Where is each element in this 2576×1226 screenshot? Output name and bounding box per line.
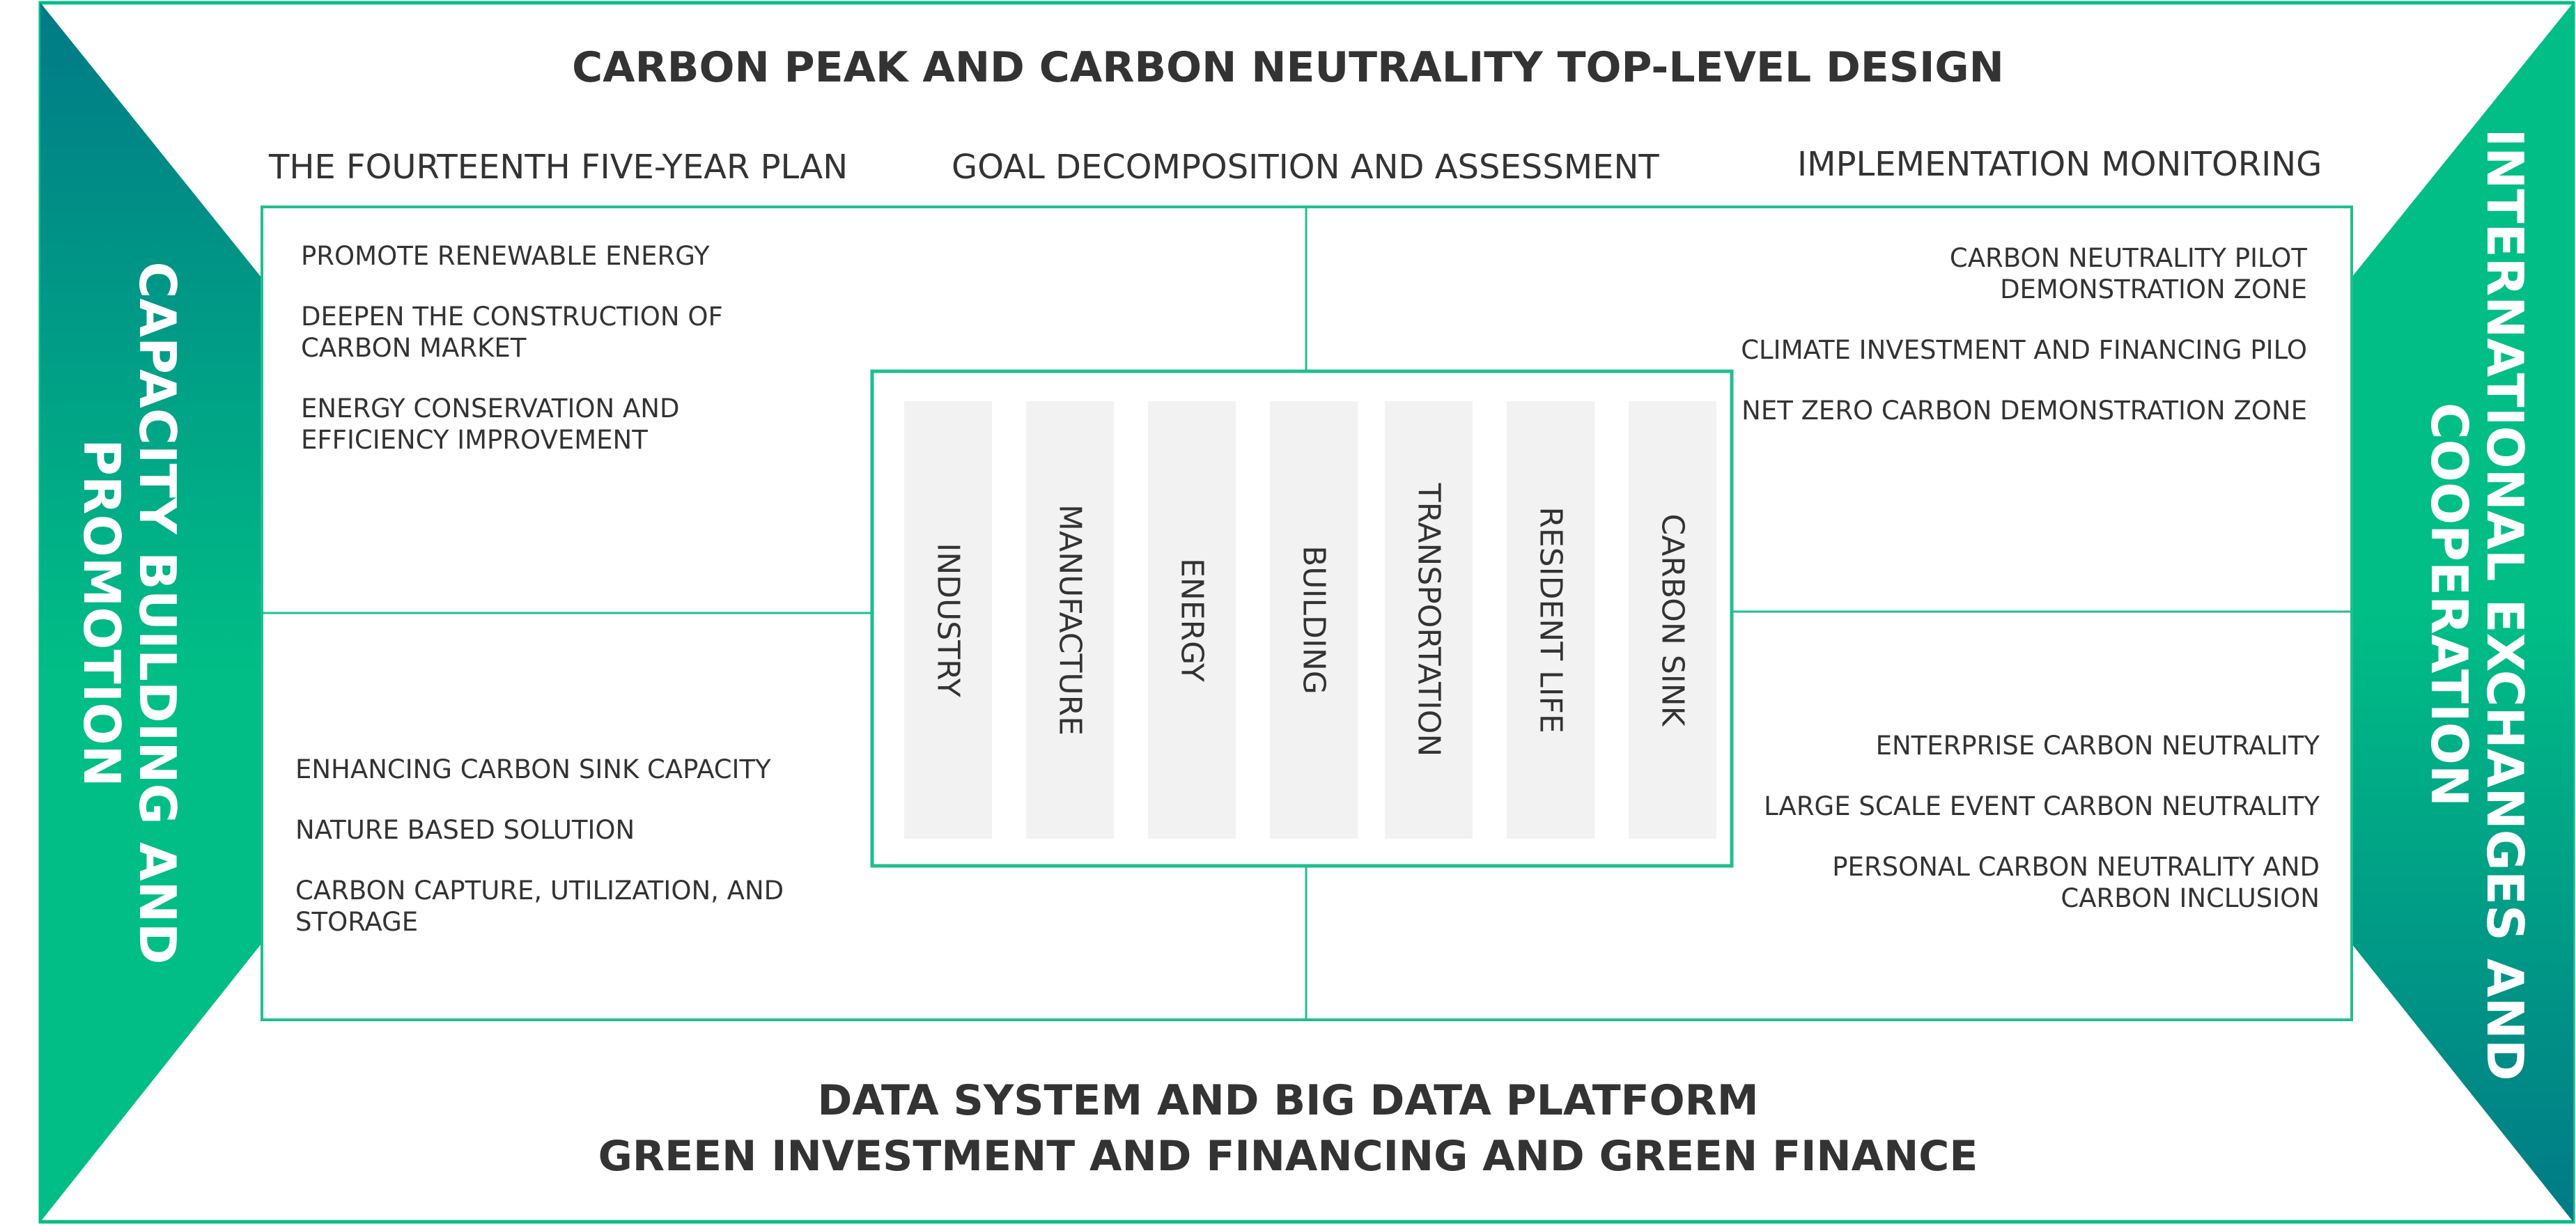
sector-manufacture: MANUFACTURE: [1026, 401, 1114, 839]
list-item: LARGE SCALE EVENT CARBON NEUTRALITY: [1764, 791, 2320, 821]
bottom-right-items: ENTERPRISE CARBON NEUTRALITY LARGE SCALE…: [1686, 730, 2320, 914]
top-left-items: PROMOTE RENEWABLE ENERGY DEEPEN THE CONS…: [301, 240, 830, 456]
left-side-band: [40, 3, 261, 1222]
list-item: CLIMATE INVESTMENT AND FINANCING PILO: [1741, 335, 2307, 365]
bottom-title: DATA SYSTEM AND BIG DATA PLATFORM GREEN …: [0, 1073, 2576, 1184]
top-right-items: CARBON NEUTRALITY PILOT DEMONSTRATION ZO…: [1672, 242, 2307, 426]
list-item: CARBON NEUTRALITY PILOT DEMONSTRATION ZO…: [1949, 243, 2307, 304]
right-side-band: [2352, 3, 2573, 1222]
page-title: CARBON PEAK AND CARBON NEUTRALITY TOP-LE…: [572, 43, 2004, 92]
list-item: CARBON CAPTURE, UTILIZATION, AND STORAGE: [295, 876, 784, 937]
list-item: ENERGY CONSERVATION AND EFFICIENCY IMPRO…: [301, 394, 680, 455]
list-item: NET ZERO CARBON DEMONSTRATION ZONE: [1741, 396, 2307, 426]
list-item: PROMOTE RENEWABLE ENERGY: [301, 241, 710, 271]
list-item: ENTERPRISE CARBON NEUTRALITY: [1875, 731, 2320, 761]
sector-carbon-sink: CARBON SINK: [1629, 401, 1716, 839]
list-item: ENHANCING CARBON SINK CAPACITY: [295, 754, 771, 784]
sector-resident-life: RESIDENT LIFE: [1507, 401, 1595, 839]
list-item: PERSONAL CARBON NEUTRALITY AND CARBON IN…: [1832, 852, 2320, 913]
sector-industry: INDUSTRY: [904, 401, 992, 839]
bottom-title-line-1: DATA SYSTEM AND BIG DATA PLATFORM: [817, 1076, 1759, 1125]
left-side-label: CAPACITY BUILDING AND PROMOTION: [72, 261, 187, 965]
right-side-label: INTERNATIONAL EXCHANGES AND COOPERATION: [2420, 128, 2534, 1081]
sector-energy: ENERGY: [1148, 401, 1236, 839]
bottom-title-line-2: GREEN INVESTMENT AND FINANCING AND GREEN…: [598, 1132, 1978, 1181]
column-heading-implementation-monitoring: IMPLEMENTATION MONITORING: [1797, 145, 2322, 184]
column-heading-five-year-plan: THE FOURTEENTH FIVE-YEAR PLAN: [269, 148, 848, 187]
column-heading-goal-decomposition: GOAL DECOMPOSITION AND ASSESSMENT: [952, 148, 1659, 187]
sector-building: BUILDING: [1270, 401, 1358, 839]
list-item: NATURE BASED SOLUTION: [295, 815, 635, 845]
sector-transportation: TRANSPORTATION: [1385, 401, 1473, 839]
list-item: DEEPEN THE CONSTRUCTION OF CARBON MARKET: [301, 302, 723, 363]
bottom-left-items: ENHANCING CARBON SINK CAPACITY NATURE BA…: [295, 754, 853, 938]
